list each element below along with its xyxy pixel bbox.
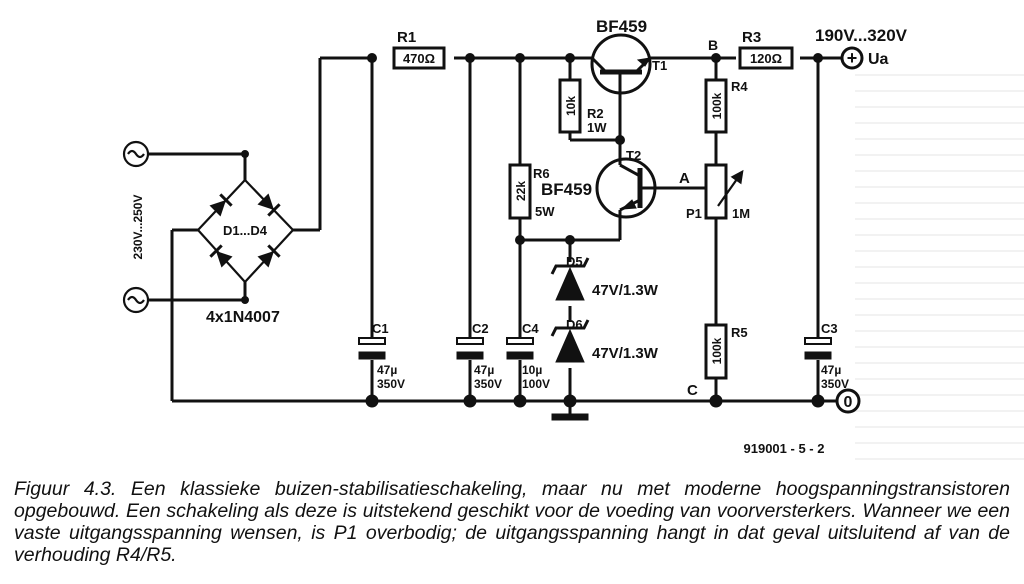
voltage-c1: 350V [377,377,405,391]
ground-label: 0 [844,394,853,411]
label-r5: R5 [731,325,748,340]
label-d5: D5 [566,254,583,269]
circuit-schematic: + 0 R1 470Ω R3 120Ω 190V...320V Ua B BF4… [122,17,908,456]
resistor-r4 [704,78,728,134]
node-b-label: B [708,37,718,53]
capacitor-c1 [358,337,386,360]
component-labels: R1 470Ω R3 120Ω 190V...320V Ua B BF459 T… [131,17,908,456]
node-a-label: A [679,170,690,187]
value-r6: 22k [514,181,528,201]
label-r3: R3 [742,29,761,46]
capacitor-c4 [506,337,534,360]
cap-c2: 47µ [474,363,494,377]
t1-type-label: BF459 [596,17,647,36]
value-d5: 47V/1.3W [592,282,659,299]
potentiometer-p1 [704,163,744,220]
cap-c3: 47µ [821,363,841,377]
transistor-t1 [590,33,652,95]
node-c-label: C [687,382,698,399]
junction-dots [241,53,825,421]
label-t2: T2 [626,148,641,163]
bridge-rectifier [196,178,295,284]
voltage-c3: 350V [821,377,849,391]
capacitor-c3 [804,337,832,360]
cap-c1: 47µ [377,363,397,377]
value-r2: 10k [564,96,578,116]
label-d6: D6 [566,317,583,332]
label-t1: T1 [652,58,667,73]
output-range-label: 190V...320V [815,26,908,45]
resistor-r1 [392,46,446,70]
resistor-r3 [738,46,794,70]
ac-source-symbol-bottom [122,286,150,314]
label-c3: C3 [821,321,838,336]
figure-caption: Figuur 4.3. Een klassieke buizen-stabili… [14,478,1010,566]
power-r2: 1W [587,120,607,135]
capacitor-c2 [456,337,484,360]
power-r6: 5W [535,204,555,219]
label-r1: R1 [397,29,416,46]
output-terminal-ground: 0 [835,388,861,414]
ac-input-label: 230V...250V [131,195,145,260]
figure-code: 919001 - 5 - 2 [744,441,825,456]
label-r2: R2 [587,106,604,121]
label-r6: R6 [533,166,550,181]
label-c4: C4 [522,321,539,336]
cap-c4: 10µ [522,363,542,377]
t2-type-label: BF459 [541,180,592,199]
voltage-c4: 100V [522,377,550,391]
zener-diode-d6 [550,319,590,363]
output-name-label: Ua [868,51,889,68]
label-r4: R4 [731,79,748,94]
bridge-label: D1...D4 [223,223,268,238]
value-r5: 100k [710,337,724,364]
resistor-r6 [508,163,532,220]
transistor-t2 [595,157,657,219]
value-r4: 100k [710,92,724,119]
ac-source-symbol-top [122,140,150,168]
value-r3: 120Ω [750,51,782,66]
output-plus-sign: + [847,48,858,68]
output-terminal-positive: + [840,46,864,70]
value-p1: 1M [732,206,750,221]
voltage-c2: 350V [474,377,502,391]
zener-diode-d5 [550,257,590,301]
wires [148,56,840,416]
label-c2: C2 [472,321,489,336]
label-p1: P1 [686,206,702,221]
resistor-r2 [558,78,582,134]
label-c1: C1 [372,321,389,336]
value-r1: 470Ω [403,51,435,66]
bridge-type-label: 4x1N4007 [206,309,280,326]
value-d6: 47V/1.3W [592,345,659,362]
page-texture [855,60,1024,460]
resistor-r5 [704,323,728,380]
